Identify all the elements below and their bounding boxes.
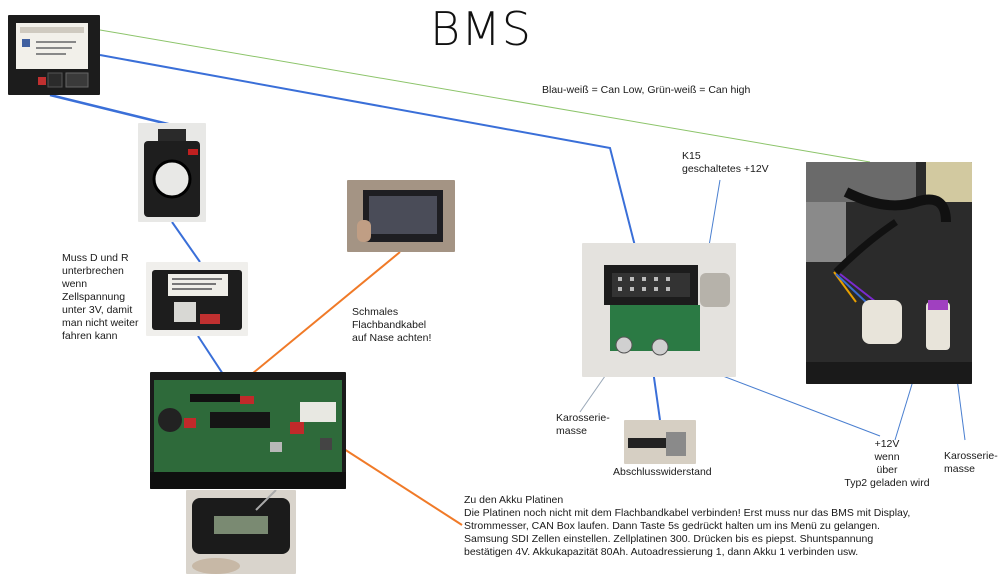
connector-photo xyxy=(582,243,736,377)
instructions-block: Zu den Akku Platinen Die Platinen noch n… xyxy=(464,494,924,559)
terminator-label: Abschlusswiderstand xyxy=(613,466,712,478)
ribbon-line: Flachbandkabel xyxy=(352,319,427,331)
instruction-line: Zu den Akku Platinen xyxy=(464,494,564,506)
k15-label: K15 geschaltetes +12V xyxy=(682,150,769,176)
k15-label-line: K15 xyxy=(682,150,701,162)
instruction-line: Strommesser, CAN Box laufen. Dann Taste … xyxy=(464,520,880,532)
page-title: BMS xyxy=(430,2,533,56)
instruction-line: Die Platinen noch nicht mit dem Flachban… xyxy=(464,507,911,519)
blue-wire-box-sensor xyxy=(49,93,173,127)
current-sensor-photo xyxy=(138,123,206,222)
can-box-photo xyxy=(8,15,100,95)
instruction-line: Samsung SDI Zellen einstellen. Zellplati… xyxy=(464,533,874,545)
dr-line: Muss D und R xyxy=(62,252,129,264)
dr-interrupt-label: Muss D und R unterbrechen wenn Zellspann… xyxy=(62,252,138,343)
bms-board-photo xyxy=(150,372,346,489)
charging-inlet-photo xyxy=(806,162,972,384)
ground-right-line: Karosserie- xyxy=(944,450,998,462)
plus12-line: wenn xyxy=(874,451,900,463)
plus12-label: +12V wenn über Typ2 geladen wird xyxy=(842,438,932,490)
blue-wire-sensor-relay xyxy=(171,221,201,263)
dr-line: wenn xyxy=(62,278,88,290)
relay-box-photo xyxy=(146,262,248,336)
instruction-line: bestätigen 4V. Akkukapazität 80Ah. Autoa… xyxy=(464,546,859,558)
display-module-photo xyxy=(186,490,296,574)
lcd-screen-photo xyxy=(347,180,455,252)
plus12-line: über xyxy=(876,464,898,476)
ribbon-cable-label: Schmales Flachbandkabel auf Nase achten! xyxy=(352,306,431,345)
body-ground-right-label: Karosserie- masse xyxy=(944,450,998,476)
dr-line: fahren kann xyxy=(62,330,118,342)
ribbon-line: auf Nase achten! xyxy=(352,332,432,344)
ground-left-line: Karosserie- xyxy=(556,412,610,424)
dr-line: unter 3V, damit xyxy=(62,304,133,316)
k15-label-line: geschaltetes +12V xyxy=(682,163,769,175)
can-wire-label: Blau-weiß = Can Low, Grün-weiß = Can hig… xyxy=(542,84,751,96)
ribbon-line: Schmales xyxy=(352,306,399,318)
dr-line: Zellspannung xyxy=(62,291,126,303)
plus12-line: Typ2 geladen wird xyxy=(844,477,930,489)
ground-left-line: masse xyxy=(556,425,587,437)
body-ground-left-label: Karosserie- masse xyxy=(556,412,610,438)
orange-wire-instructions xyxy=(329,439,463,526)
terminator-photo xyxy=(624,420,696,464)
dr-line: man nicht weiter xyxy=(62,317,139,329)
plus12-line: +12V xyxy=(874,438,900,450)
dr-line: unterbrechen xyxy=(62,265,124,277)
ground-right-line: masse xyxy=(944,463,975,475)
